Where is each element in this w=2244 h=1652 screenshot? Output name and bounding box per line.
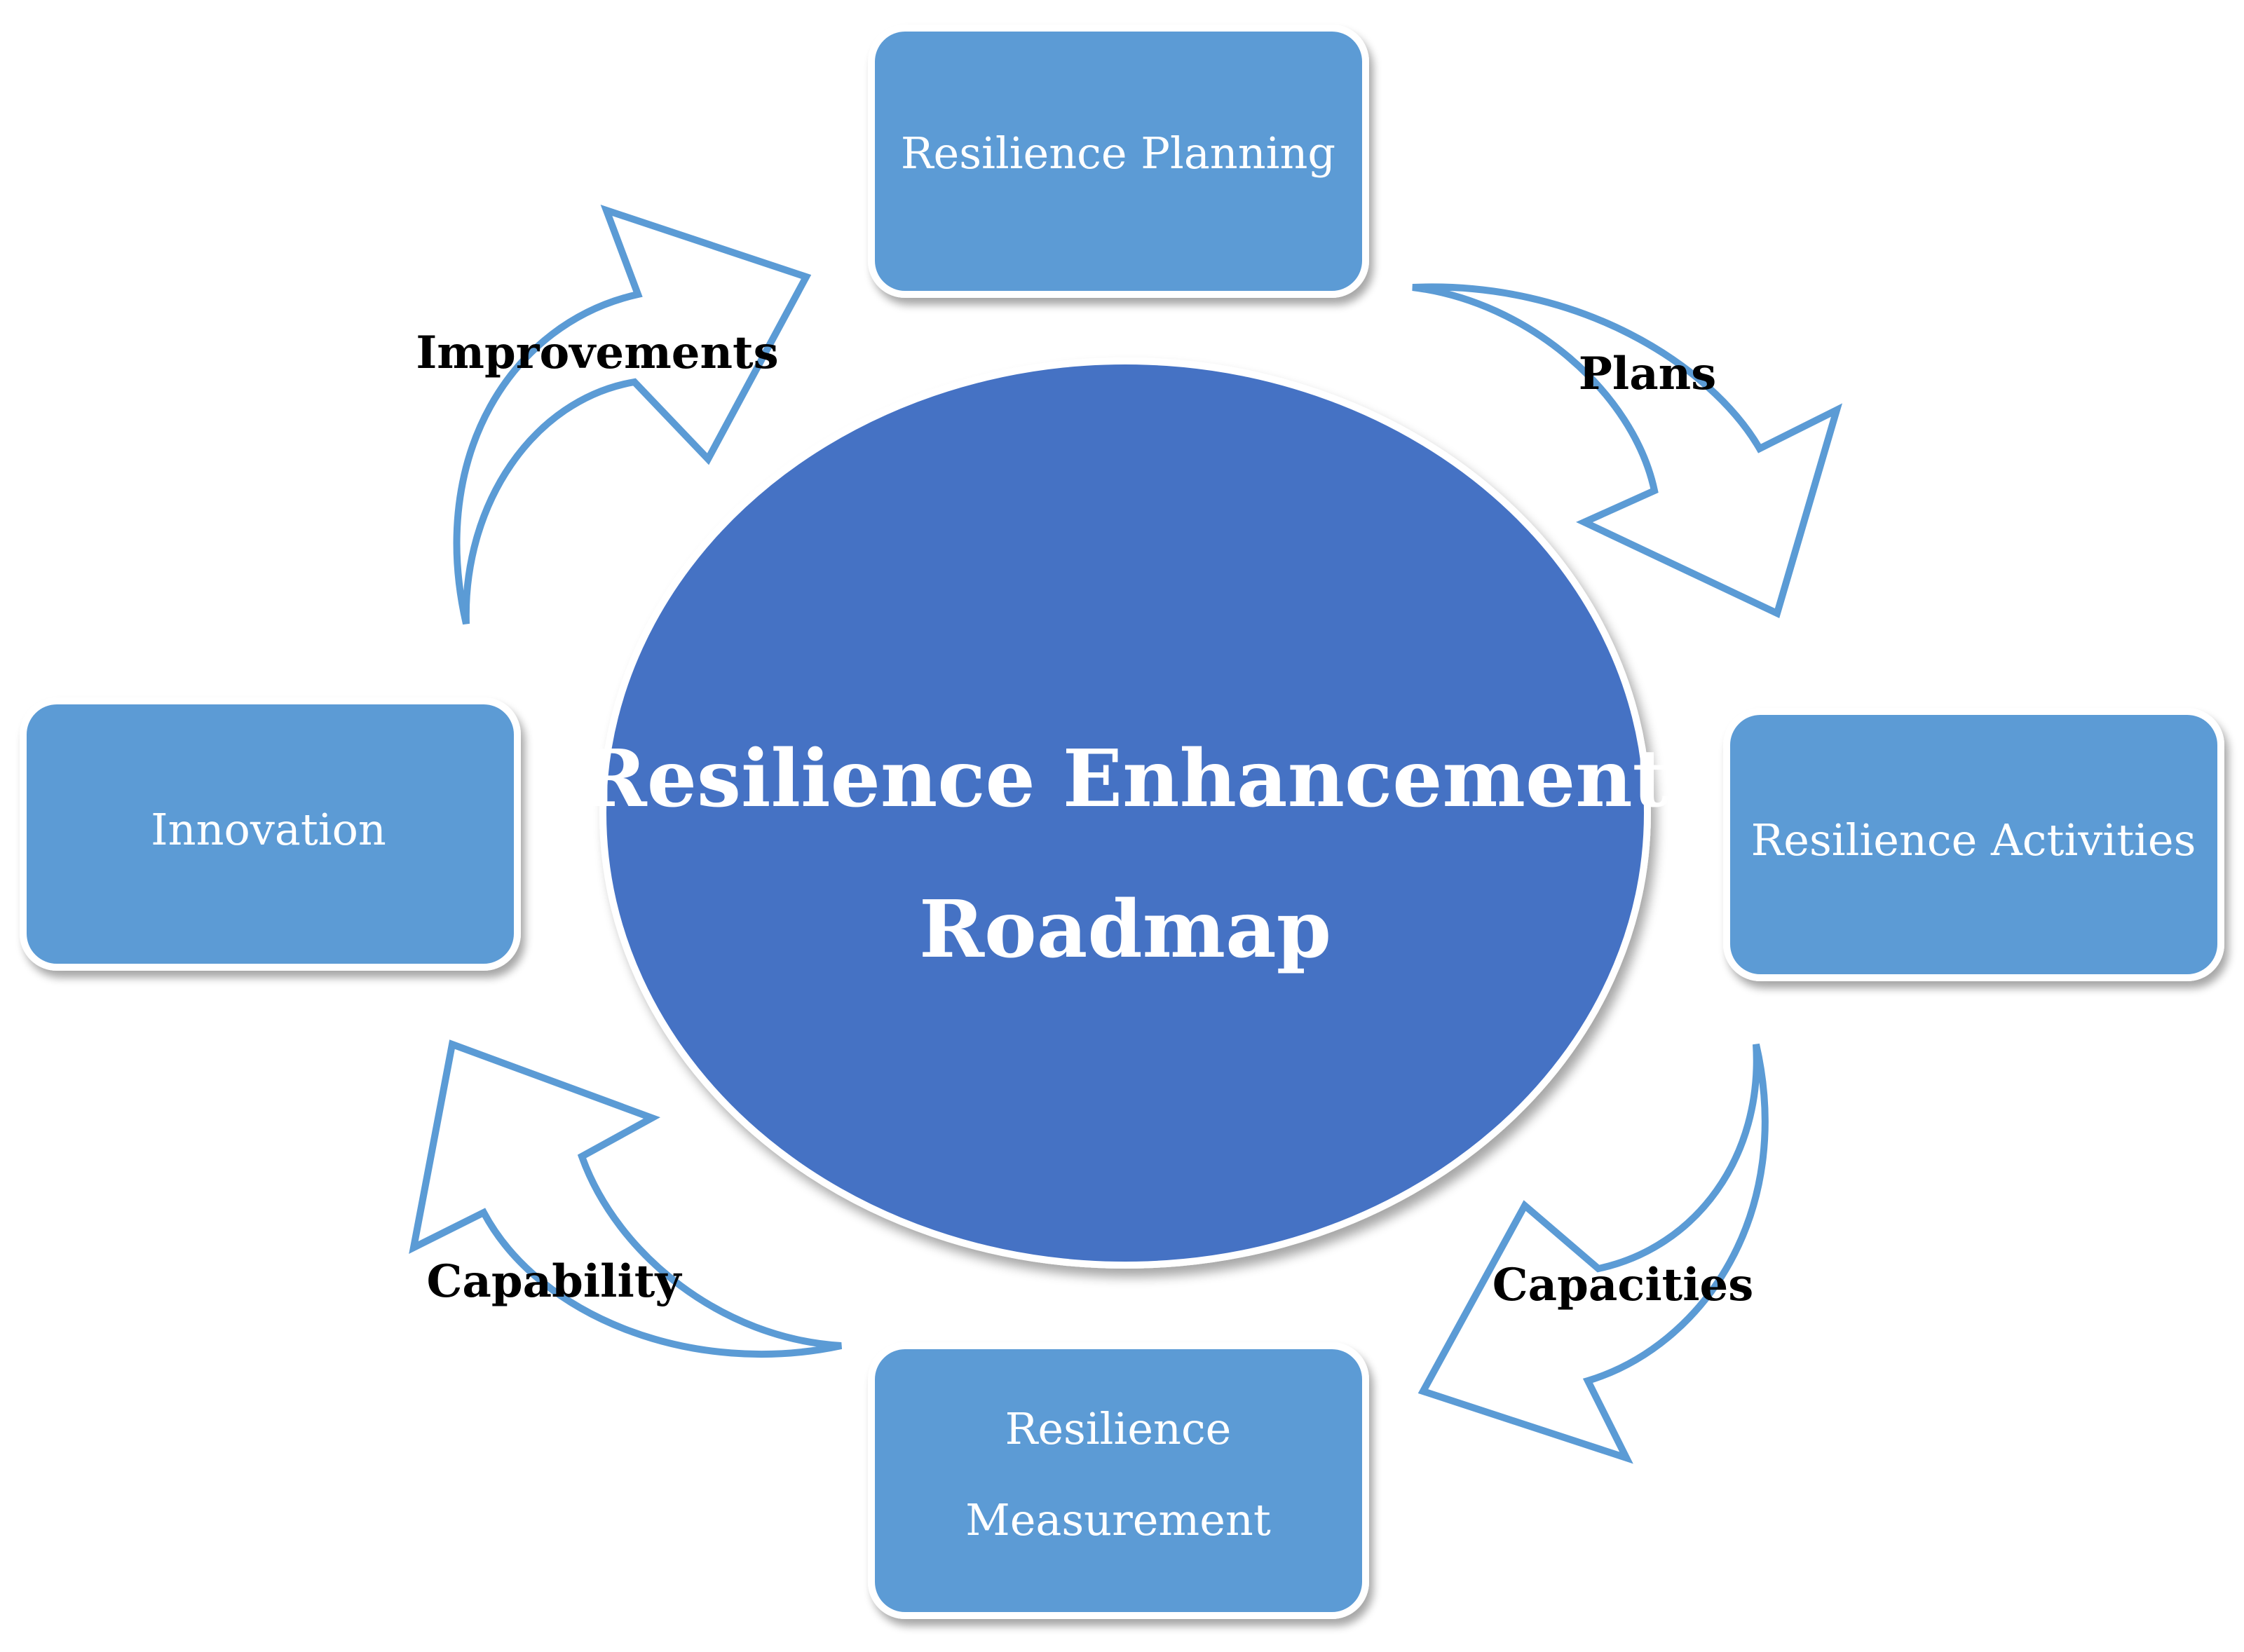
capability-arrow: [409, 1039, 843, 1358]
planning-node: Resilience Planning: [868, 25, 1369, 298]
center-ellipse: [599, 357, 1651, 1269]
center-node: Resilience Enhancement Roadmap: [582, 357, 1669, 1269]
improvements-label: Improvements: [416, 327, 778, 379]
capacities-label: Capacities: [1492, 1259, 1754, 1311]
planning-box: [868, 25, 1369, 298]
arrows-group: [409, 204, 1843, 1464]
measurement-node: Resilience Measurement: [868, 1342, 1369, 1619]
capacities-arrow: [1417, 1043, 1769, 1464]
activities-label: Resilience Activities: [1751, 814, 2196, 866]
measurement-box: [868, 1342, 1369, 1619]
innovation-node: Innovation: [20, 697, 521, 971]
measurement-label-line2: Measurement: [965, 1494, 1271, 1545]
capability-label: Capability: [426, 1255, 682, 1308]
center-title-line2: Roadmap: [919, 884, 1331, 976]
center-title-line1: Resilience Enhancement: [582, 733, 1669, 825]
improvements-arrow: [453, 204, 812, 625]
plans-label: Plans: [1579, 348, 1716, 400]
activities-box: [1723, 708, 2224, 981]
planning-label: Resilience Planning: [901, 128, 1335, 179]
plans-arrow: [1412, 283, 1843, 619]
innovation-box: [20, 697, 521, 971]
innovation-label: Innovation: [151, 804, 386, 855]
measurement-label-line1: Resilience: [1005, 1403, 1232, 1454]
activities-node: Resilience Activities: [1723, 708, 2224, 981]
